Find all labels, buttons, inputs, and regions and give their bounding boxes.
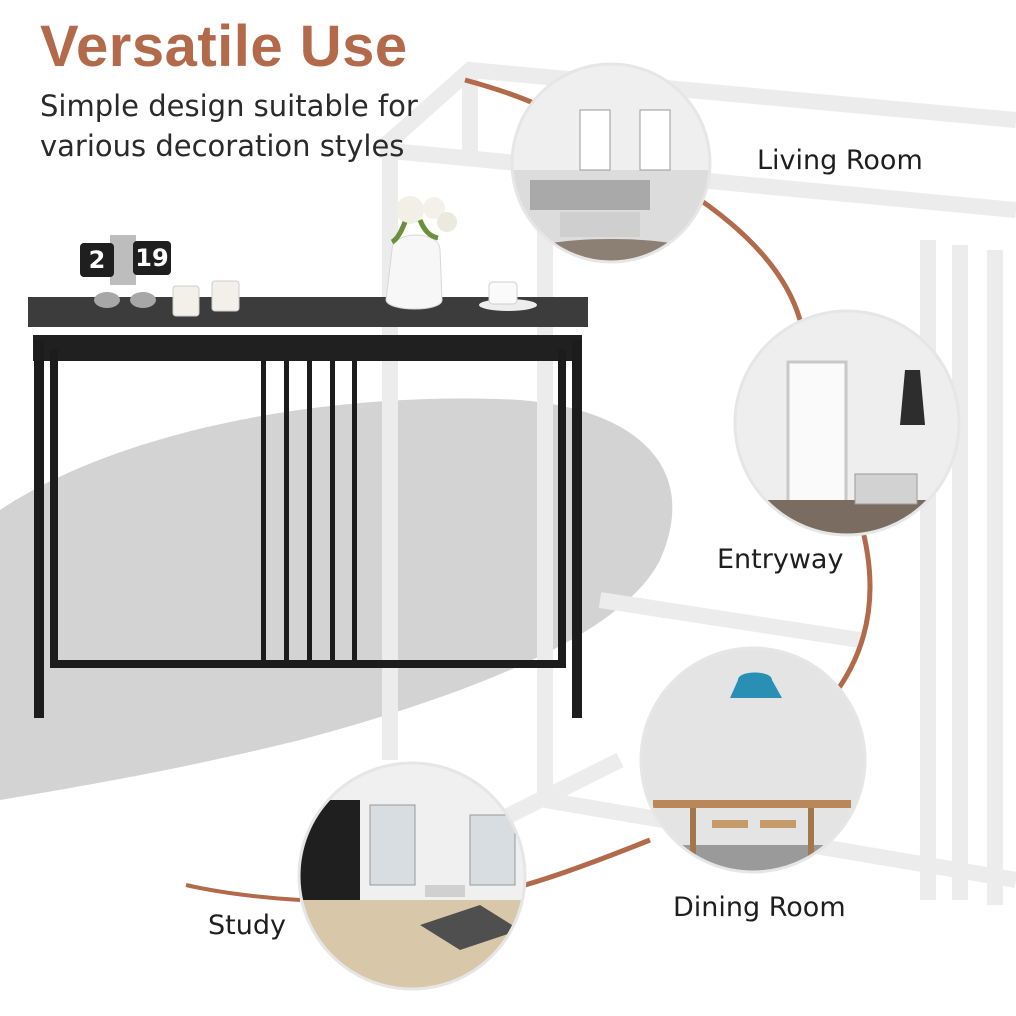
subheadline-line-2: various decoration styles [40, 129, 405, 163]
clock-minute-card: 19 [133, 241, 171, 275]
table-leg-left-inner [50, 350, 58, 668]
flower-vase [385, 196, 457, 310]
table-bar-1 [261, 361, 266, 661]
table-leg-left [34, 340, 44, 718]
subheadline-line-1: Simple design suitable for [40, 89, 418, 123]
table-bar-4 [330, 361, 335, 661]
dining-room-label: Dining Room [673, 892, 846, 923]
subheadline: Simple design suitable for various decor… [40, 86, 418, 166]
living-room-label: Living Room [757, 145, 923, 176]
living-room-photo [512, 64, 710, 262]
table-leg-right-inner [558, 350, 566, 668]
clock-hour-card: 2 [80, 243, 114, 277]
table-bottom-rail [50, 660, 566, 668]
headline: Versatile Use [40, 14, 408, 79]
table-bar-2 [284, 361, 289, 661]
table-apron [33, 335, 582, 361]
coffee-cup [479, 281, 537, 311]
study-photo [300, 763, 525, 989]
candle-right [211, 280, 240, 312]
flip-clock [94, 235, 156, 308]
table-bar-5 [352, 361, 357, 661]
entryway-label: Entryway [717, 544, 844, 575]
candle-left [172, 285, 200, 317]
table-leg-right [572, 340, 582, 718]
floor-shadow [0, 398, 673, 800]
table-bar-3 [307, 361, 312, 661]
study-label: Study [208, 910, 286, 941]
